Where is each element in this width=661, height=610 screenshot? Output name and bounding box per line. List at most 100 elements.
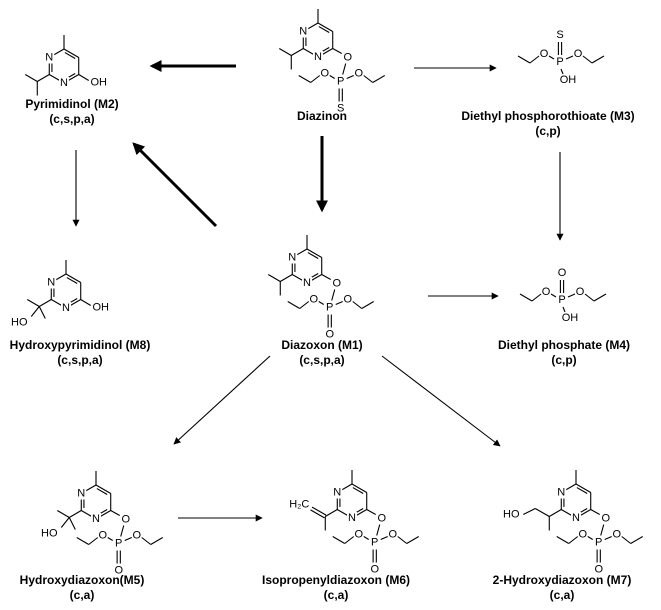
ring-nitrogen-3: N	[303, 277, 311, 289]
p-o-bond	[342, 63, 347, 75]
ring-hydroxyl-label: OH	[92, 302, 109, 314]
ethoxy-oxygen-label: O	[612, 529, 621, 541]
ring-bond	[63, 48, 79, 58]
ring-nitrogen-1: N	[45, 52, 53, 64]
compound-note-m1: (c,s,p,a)	[299, 353, 344, 367]
atom-backdrop	[76, 487, 87, 500]
ethyl-bond	[593, 293, 607, 302]
ethoxy-oxygen-label: O	[354, 529, 363, 541]
ring-bond	[317, 22, 333, 32]
p-o-bond	[567, 293, 576, 298]
atom-backdrop	[556, 486, 567, 499]
p-o-bond	[600, 524, 605, 536]
ring-bond	[95, 484, 111, 494]
hydroxyl-label: HO	[41, 528, 58, 540]
ester-bond	[110, 510, 120, 516]
ring-inner-bond	[352, 487, 364, 494]
isopropyl-bond	[279, 48, 292, 56]
ethyl-bond	[76, 537, 89, 545]
atom-backdrop	[332, 486, 343, 499]
phosphorus-label: P	[595, 537, 602, 549]
compound-note-m6: (c,a)	[324, 588, 349, 602]
ring-bond	[65, 273, 81, 283]
ethyl-bond	[344, 536, 355, 544]
atom-backdrop	[287, 251, 298, 264]
isopropyl-bond	[280, 274, 293, 282]
atom-backdrop	[59, 77, 69, 89]
p-oh-bond	[560, 68, 564, 75]
thiono-sulfur-label: S	[337, 103, 344, 115]
p-o-bond	[380, 535, 388, 541]
p-o-bond	[363, 536, 370, 540]
hydroxypropyl-bond	[549, 509, 562, 517]
bridging-oxygen-label: O	[332, 278, 341, 290]
p-o-bond	[604, 535, 612, 541]
ethyl-bond	[298, 75, 311, 83]
ethoxy-oxygen-label: O	[576, 286, 585, 298]
hydroxypropyl-bond	[523, 508, 536, 515]
compound-note-m8: (c,s,p,a)	[57, 353, 102, 367]
hydroxyisopropyl-bond	[38, 306, 46, 319]
isopropenyl-double-bond	[310, 509, 325, 519]
ethoxy-oxygen-label: O	[132, 530, 141, 542]
isopropyl-bond	[268, 274, 281, 282]
ethyl-bond	[299, 301, 310, 309]
phosphorus-label: P	[371, 537, 378, 549]
ethoxy-oxygen-label: O	[320, 68, 329, 80]
bridging-oxygen-label: O	[601, 513, 610, 525]
p-o-bond	[329, 75, 336, 79]
hydroxyisopropyl-bond	[60, 517, 70, 528]
phosphorus-label: P	[337, 76, 344, 88]
compound-name-m8: Hydroxypyrimidinol (M8)	[10, 338, 151, 352]
ring-nitrogen-3: N	[92, 513, 100, 525]
ring-hydroxyl-label: OH	[90, 77, 107, 89]
atom-backdrop	[571, 512, 581, 524]
ethyl-bond	[332, 536, 345, 544]
bridging-oxygen-label: O	[377, 513, 386, 525]
ring-inner-bond	[96, 488, 108, 495]
reaction-arrows	[72, 60, 564, 522]
hydroxyisopropyl-bond	[68, 517, 76, 530]
phosphate-hydroxyl-label: OH	[560, 74, 577, 86]
ethyl-bond	[352, 301, 363, 309]
p-o-bond	[587, 536, 594, 540]
p-o-bond	[120, 525, 125, 537]
ring-inner-bond	[66, 277, 78, 284]
ring-nitrogen-3: N	[62, 302, 70, 314]
ethoxy-oxygen-label: O	[309, 294, 318, 306]
p-o-bond	[548, 55, 555, 60]
ring-nitrogen-1: N	[333, 487, 341, 499]
arrow-m1-to-m2	[132, 142, 218, 228]
phosphorus-label: P	[558, 294, 565, 306]
ring-nitrogen-1: N	[47, 277, 55, 289]
compound-note-m5: (c,a)	[70, 588, 95, 602]
ethyl-bond	[568, 536, 579, 544]
atom-backdrop	[91, 513, 101, 525]
ring-bond	[351, 483, 367, 493]
ring-inner-bond	[318, 26, 330, 33]
hydroxyisopropyl-bond	[30, 306, 40, 317]
oxo-oxygen-label: O	[594, 564, 603, 576]
thiono-sulfur-label: S	[556, 29, 563, 41]
arrow-m1-to-m7	[381, 355, 501, 447]
compound-name-m4: Diethyl phosphate (M4)	[498, 338, 630, 352]
ethyl-bond	[621, 536, 632, 544]
compound-note-m7: (c,a)	[550, 588, 575, 602]
compound-note-m3: (c,p)	[535, 124, 560, 138]
oxo-oxygen-label: O	[325, 329, 334, 341]
ethyl-bond	[397, 536, 408, 544]
compound-note-m4: (c,p)	[551, 353, 576, 367]
ethoxy-oxygen-label: O	[354, 68, 363, 80]
ring-bond	[306, 248, 322, 258]
p-o-bond	[107, 537, 114, 541]
p-o-bond	[376, 524, 381, 536]
ethoxy-oxygen-label: O	[540, 48, 549, 60]
ethyl-bond	[406, 536, 419, 544]
ring-nitrogen-1: N	[557, 487, 565, 499]
phosphorus-label: P	[115, 538, 122, 550]
